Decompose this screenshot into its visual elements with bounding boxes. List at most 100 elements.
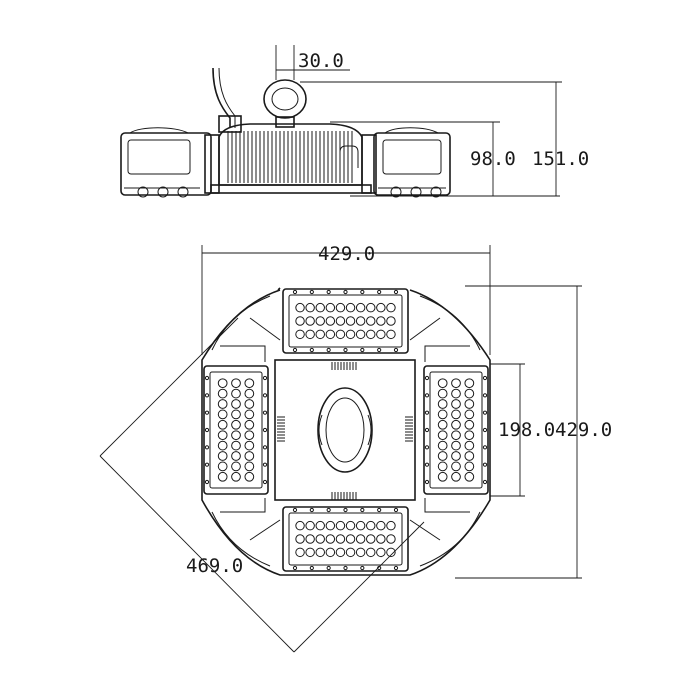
eyebolt-ring-inner bbox=[271, 87, 299, 111]
dim-overall-width: 429.0 bbox=[318, 243, 375, 265]
eyebolt-ring bbox=[263, 79, 307, 119]
module-frame bbox=[423, 365, 489, 495]
led-lens bbox=[315, 302, 325, 313]
led-lens bbox=[231, 430, 241, 441]
led-lens bbox=[437, 388, 448, 399]
led-lens bbox=[345, 302, 356, 313]
led-lens bbox=[217, 461, 228, 472]
led-lens bbox=[231, 388, 241, 399]
module-screw bbox=[377, 565, 382, 571]
module-screw bbox=[393, 507, 399, 513]
led-lens bbox=[464, 378, 475, 389]
power-cable bbox=[212, 67, 231, 128]
led-lens bbox=[244, 451, 255, 461]
led-lens bbox=[244, 409, 255, 420]
led-lens bbox=[464, 430, 475, 441]
led-lens bbox=[325, 547, 336, 558]
led-lens bbox=[451, 440, 461, 451]
led-lens bbox=[295, 547, 305, 558]
led-lens bbox=[315, 329, 325, 340]
module-screw bbox=[262, 427, 268, 433]
led-lens bbox=[437, 399, 448, 409]
led-lens bbox=[345, 520, 356, 531]
led-lens bbox=[244, 430, 255, 441]
top-view: 429.0 429.0 198.0 469.0 bbox=[99, 243, 612, 653]
module-screw bbox=[343, 507, 348, 513]
led-lens bbox=[366, 520, 376, 531]
led-lens bbox=[217, 399, 228, 409]
module-screw bbox=[204, 375, 210, 381]
module-screw bbox=[309, 565, 314, 571]
led-lens bbox=[335, 547, 346, 558]
led-lens bbox=[217, 378, 228, 389]
module-screw bbox=[424, 375, 430, 381]
led-lens bbox=[451, 430, 461, 441]
led-lens bbox=[244, 378, 255, 389]
led-lens bbox=[451, 419, 461, 430]
module-screw bbox=[204, 393, 210, 398]
led-lens bbox=[217, 430, 228, 441]
led-lens bbox=[217, 409, 228, 420]
led-lens bbox=[376, 520, 386, 531]
led-lens bbox=[464, 461, 475, 472]
led-lens bbox=[231, 409, 241, 420]
module-screw bbox=[309, 289, 314, 295]
led-lens bbox=[295, 329, 305, 340]
dim-overall-height: 429.0 bbox=[555, 419, 612, 441]
dim-body-height: 98.0 bbox=[470, 148, 516, 170]
led-lens bbox=[355, 316, 366, 326]
led-lens bbox=[244, 461, 255, 472]
led-lens bbox=[217, 440, 228, 451]
module-lens-frame bbox=[288, 512, 403, 566]
left-module-housing bbox=[120, 132, 212, 196]
module-screw bbox=[204, 410, 210, 415]
vent-slots bbox=[277, 362, 413, 500]
power-cable-2 bbox=[218, 67, 236, 128]
module-screw bbox=[482, 479, 488, 485]
led-lens bbox=[437, 409, 448, 420]
led-lens bbox=[305, 547, 315, 558]
led-lens bbox=[386, 534, 396, 544]
module-screw bbox=[262, 375, 268, 381]
led-module-right bbox=[423, 365, 489, 495]
module-screw bbox=[393, 565, 399, 571]
led-lens bbox=[451, 461, 461, 472]
led-lens bbox=[386, 329, 396, 340]
led-lens bbox=[366, 302, 376, 313]
led-lens bbox=[295, 534, 305, 544]
led-lens bbox=[451, 471, 461, 482]
module-frame bbox=[282, 506, 409, 572]
module-lens-frame bbox=[209, 371, 263, 489]
module-screw bbox=[343, 289, 348, 295]
led-lens bbox=[295, 302, 305, 313]
led-lens bbox=[325, 534, 336, 544]
led-lens bbox=[376, 329, 386, 340]
module-screw bbox=[292, 507, 298, 513]
led-lens bbox=[325, 520, 336, 531]
module-screw bbox=[292, 565, 298, 571]
led-lens bbox=[386, 316, 396, 326]
led-lens bbox=[366, 329, 376, 340]
led-lens bbox=[295, 520, 305, 531]
central-heatsink bbox=[218, 123, 363, 186]
led-lens bbox=[451, 388, 461, 399]
led-lens bbox=[231, 471, 241, 482]
heatsink-fins bbox=[227, 131, 353, 183]
led-lens bbox=[386, 547, 396, 558]
module-screw bbox=[377, 507, 382, 513]
led-lens bbox=[437, 451, 448, 461]
led-lens bbox=[305, 329, 315, 340]
led-lens bbox=[376, 302, 386, 313]
module-screw bbox=[262, 410, 268, 415]
led-lens bbox=[464, 388, 475, 399]
led-lens bbox=[325, 302, 336, 313]
module-screw bbox=[326, 347, 331, 353]
led-lens bbox=[386, 302, 396, 313]
module-screw bbox=[204, 479, 210, 485]
module-lens-frame bbox=[429, 371, 483, 489]
led-lens bbox=[335, 520, 346, 531]
led-lens bbox=[464, 399, 475, 409]
led-lens bbox=[376, 547, 386, 558]
